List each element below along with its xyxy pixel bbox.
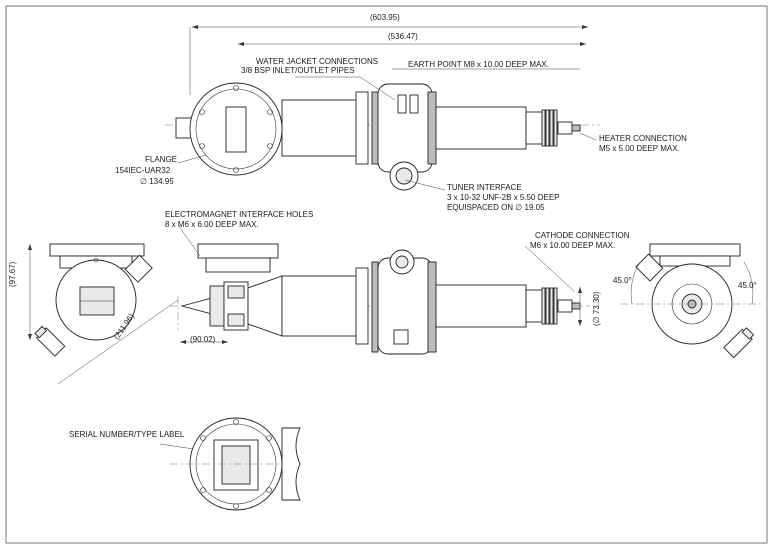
heater-tube — [435, 106, 527, 150]
right-end-view — [620, 243, 764, 359]
angle-left-dim: 45.0° — [613, 276, 632, 285]
tuner-label-1: TUNER INTERFACE — [447, 183, 522, 192]
heater-label-2: M5 x 5.00 DEEP MAX. — [599, 144, 680, 153]
jacket-length-dim: (536.47) — [388, 32, 418, 41]
front-body — [281, 275, 359, 337]
heater-label-1: HEATER CONNECTION — [599, 134, 687, 143]
height-dim: (97.67) — [8, 261, 17, 287]
flange-label-1: FLANGE — [145, 155, 178, 164]
angle-arc-left — [630, 261, 641, 305]
left-end-view — [28, 243, 179, 385]
waveguide-port — [225, 106, 247, 153]
top-view — [165, 25, 600, 191]
angle-arc-right — [743, 261, 754, 305]
dimension-arrow — [582, 25, 588, 29]
dimension-arrow — [192, 25, 198, 29]
cathode-nose — [180, 297, 213, 315]
magnet-plate — [197, 243, 279, 259]
dimension-arrow — [238, 42, 244, 46]
tuner-label-3: EQUISPACED ON ∅ 19.05 — [447, 203, 545, 212]
mount-plate — [49, 243, 145, 257]
electromagnet-label-2: 8 x M6 x 6.00 DEEP MAX. — [165, 220, 259, 229]
cathode-label-1: CATHODE CONNECTION — [535, 231, 630, 240]
earth-point-label: EARTH POINT M8 x 10.00 DEEP MAX. — [408, 60, 549, 69]
water-jacket-label-1: WATER JACKET CONNECTIONS — [256, 57, 379, 66]
tuner-label-2: 3 x 10-32 UNF-2B x 5.50 DEEP — [447, 193, 560, 202]
nose-length-dim: (90.02) — [190, 335, 216, 344]
flange-dia-dim: ∅ 134.95 — [140, 177, 174, 186]
water-jacket-label-2: 3/8 BSP INLET/OUTLET PIPES — [241, 66, 355, 75]
heater-connector — [557, 121, 573, 135]
flange-inner — [195, 88, 277, 170]
tuner-dia-dim: (∅ 73.30) — [592, 291, 601, 326]
front-view — [170, 224, 590, 355]
cathode-label-2: M6 x 10.00 DEEP MAX. — [530, 241, 616, 250]
serial-label: SERIAL NUMBER/TYPE LABEL — [69, 430, 185, 439]
flange-label-2: 154IEC-UAR32 — [115, 166, 171, 175]
label-view — [159, 417, 301, 511]
body-tube — [281, 99, 359, 157]
type-label — [221, 445, 251, 485]
dimension-arrow — [580, 42, 586, 46]
angle-right-dim: 45.0° — [738, 281, 757, 290]
cooling-fins — [541, 109, 558, 147]
body-collar — [355, 91, 369, 165]
drawing-frame — [5, 5, 768, 544]
electromagnet-label-1: ELECTROMAGNET INTERFACE HOLES — [165, 210, 314, 219]
overall-length-dim: (603.95) — [370, 13, 400, 22]
